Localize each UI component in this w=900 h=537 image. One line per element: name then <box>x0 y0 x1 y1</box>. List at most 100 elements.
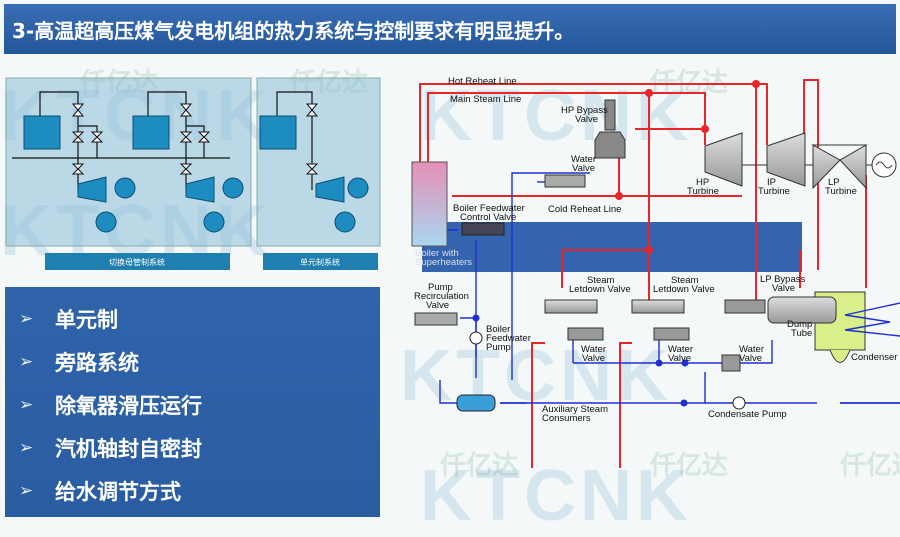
svg-text:Dump: Dump <box>787 319 812 330</box>
boiler-feedwater-pump <box>469 331 483 345</box>
bullet-list: ➢ 单元制 ➢ 旁路系统 ➢ 除氧器滑压运行 ➢ 汽机轴封自密封 ➢ 给水调节方式 <box>5 287 380 517</box>
svg-text:Cold Reheat Line: Cold Reheat Line <box>548 204 621 215</box>
boiler-icon <box>259 115 297 150</box>
turbine-icon <box>185 176 215 203</box>
svg-text:Condensate Pump: Condensate Pump <box>708 409 787 420</box>
hp-bypass-valve <box>594 99 626 159</box>
title-bar: 3-高温超高压煤气发电机组的热力系统与控制要求有明显提升。 <box>4 4 896 54</box>
svg-text:Control Valve: Control Valve <box>460 212 516 223</box>
svg-text:Water: Water <box>571 154 596 165</box>
turbine-icon <box>315 176 345 203</box>
bullet-item: ➢ 汽机轴封自密封 <box>19 433 202 463</box>
boiler-feedwater-control-valve <box>461 222 505 236</box>
valve-icons <box>71 103 319 175</box>
generator-icon <box>114 177 136 199</box>
caption-unit-system: 单元制系统 <box>300 257 340 267</box>
water-junctions <box>472 314 689 407</box>
page-title: 3-高温超高压煤气发电机组的热力系统与控制要求有明显提升。 <box>12 19 575 43</box>
svg-text:Consumers: Consumers <box>542 413 591 424</box>
svg-text:Feedwater: Feedwater <box>486 333 531 344</box>
condensate-pump <box>732 396 746 410</box>
steam-letdown-valve-1 <box>544 299 598 314</box>
svg-text:Valve: Valve <box>668 353 691 364</box>
bullet-item: ➢ 旁路系统 <box>19 347 139 377</box>
arrow-bullet-icon: ➢ <box>19 438 34 458</box>
lp-turbine <box>811 144 868 190</box>
arrow-bullet-icon: ➢ <box>19 309 34 329</box>
caption-bar <box>263 253 378 270</box>
steam-letdown-valve-2 <box>631 299 685 314</box>
water-valve <box>544 174 586 188</box>
header-system-diagram: 切换母管制系统 单元制系统 <box>5 77 381 270</box>
svg-text:HP: HP <box>696 177 709 188</box>
water-valve <box>567 327 604 341</box>
svg-text:Recirculation: Recirculation <box>414 291 469 302</box>
turbine-icon <box>77 176 107 203</box>
svg-text:Steam: Steam <box>587 275 615 286</box>
svg-text:Pump: Pump <box>486 342 511 353</box>
arrow-bullet-icon: ➢ <box>19 352 34 372</box>
svg-text:Valve: Valve <box>582 353 605 364</box>
svg-text:Valve: Valve <box>572 163 595 174</box>
boiler <box>411 161 448 247</box>
svg-text:Valve: Valve <box>739 353 762 364</box>
svg-text:Letdown Valve: Letdown Valve <box>569 284 631 295</box>
pump-icon <box>334 211 356 233</box>
unit-system-panel <box>256 77 381 247</box>
hp-turbine <box>704 132 743 187</box>
svg-text:HP Bypass: HP Bypass <box>561 105 608 116</box>
svg-text:Boiler with: Boiler with <box>415 248 459 259</box>
boiler-icon <box>23 115 61 150</box>
svg-text:Superheaters: Superheaters <box>415 257 472 268</box>
svg-text:Tube: Tube <box>791 328 812 339</box>
arrow-bullet-icon: ➢ <box>19 395 34 415</box>
svg-text:IP: IP <box>767 177 776 188</box>
water-lines <box>427 163 900 404</box>
arrow-bullet-icon: ➢ <box>19 481 34 501</box>
deaerator <box>456 394 496 412</box>
svg-text:Water: Water <box>668 344 693 355</box>
dump-tube <box>767 296 837 324</box>
bullet-text: 旁路系统 <box>55 351 139 375</box>
bullet-item: ➢ 给水调节方式 <box>19 476 181 506</box>
svg-text:Water: Water <box>581 344 606 355</box>
generator-icon <box>222 177 244 199</box>
lp-bypass-valve <box>724 299 766 314</box>
pump-icon <box>203 211 225 233</box>
svg-text:Main Steam Line: Main Steam Line <box>450 94 521 105</box>
svg-text:Valve: Valve <box>772 283 795 294</box>
svg-text:Turbine: Turbine <box>687 186 719 197</box>
pump-recirculation-valve <box>414 312 458 326</box>
svg-text:Steam: Steam <box>671 275 699 286</box>
caption-bar <box>45 253 230 270</box>
water-valve <box>721 354 741 372</box>
svg-text:Boiler: Boiler <box>486 324 510 335</box>
bullet-text: 除氧器滑压运行 <box>55 394 202 418</box>
svg-text:Valve: Valve <box>426 300 449 311</box>
svg-text:Pump: Pump <box>428 282 453 293</box>
svg-text:Boiler Feedwater: Boiler Feedwater <box>453 203 525 214</box>
generator-icon <box>347 177 369 199</box>
svg-text:Water: Water <box>739 344 764 355</box>
svg-text:Valve: Valve <box>575 114 598 125</box>
bullet-item: ➢ 单元制 <box>19 304 118 334</box>
caption-switch-header: 切换母管制系统 <box>109 257 165 267</box>
svg-text:LP Bypass: LP Bypass <box>760 274 805 285</box>
bullet-text: 汽机轴封自密封 <box>55 437 202 461</box>
svg-text:Turbine: Turbine <box>825 186 857 197</box>
svg-text:Auxiliary Steam: Auxiliary Steam <box>542 404 608 415</box>
svg-text:Condenser: Condenser <box>851 352 897 363</box>
diagram-labels: Hot Reheat Line Main Steam Line HP Bypas… <box>414 76 897 424</box>
bullet-text: 给水调节方式 <box>55 480 181 504</box>
bullet-text: 单元制 <box>55 308 118 332</box>
svg-text:Hot Reheat Line: Hot Reheat Line <box>448 76 517 87</box>
svg-text:Letdown Valve: Letdown Valve <box>653 284 715 295</box>
water-valve <box>653 327 690 341</box>
steam-junctions <box>615 80 760 254</box>
svg-text:LP: LP <box>828 177 840 188</box>
svg-text:Turbine: Turbine <box>758 186 790 197</box>
bullet-item: ➢ 除氧器滑压运行 <box>19 390 202 420</box>
ip-turbine <box>766 132 806 187</box>
thermal-system-diagram: Hot Reheat Line Main Steam Line HP Bypas… <box>411 76 900 468</box>
pump-icon <box>95 211 117 233</box>
